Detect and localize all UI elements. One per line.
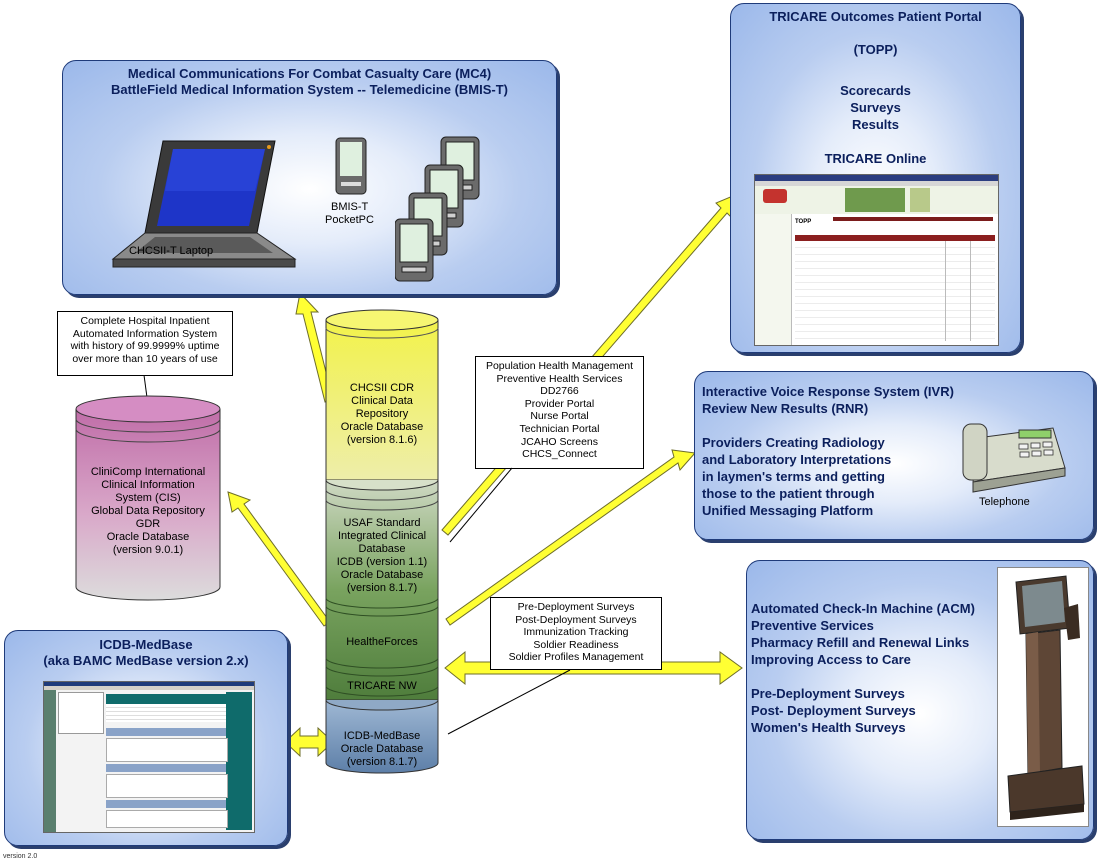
cis-db-line7: (version 9.0.1) <box>112 544 184 556</box>
icdb-line6: (version 8.1.7) <box>346 582 418 594</box>
kiosk-photo-frame <box>997 567 1089 827</box>
healtheforces-label: HealtheForces <box>346 636 418 648</box>
topp-abbr: (TOPP) <box>853 42 898 57</box>
version-label: version 2.0 <box>3 853 38 860</box>
cdr-line3: Repository <box>355 408 409 420</box>
callout-population-line1: Population Health Management <box>485 360 634 372</box>
callout-hospital-line2: Automated Information System <box>72 327 218 340</box>
icdb-line5: Oracle Database <box>340 569 424 581</box>
acm-item-4: Improving Access to Care <box>751 652 911 667</box>
cdr-line5: (version 8.1.6) <box>346 434 418 446</box>
topp-online: TRICARE Online <box>824 151 927 166</box>
callout-deployment-line3: Immunization Tracking <box>523 626 629 639</box>
mc4-panel: Medical Communications For Combat Casual… <box>62 60 557 295</box>
mc4-title-line2: BattleField Medical Information System -… <box>110 82 509 97</box>
icdb-line3: Database <box>358 543 406 555</box>
cdr-line4: Oracle Database <box>340 421 424 433</box>
ivr-desc-1: Providers Creating Radiology <box>702 435 885 450</box>
cdr-line2: Clinical Data <box>351 395 413 407</box>
ivr-panel: Interactive Voice Response System (IVR) … <box>694 371 1094 540</box>
ivr-line1: Interactive Voice Response System (IVR) <box>702 384 954 399</box>
cdr-line1: CHCSII CDR <box>349 382 415 394</box>
ivr-desc-5: Unified Messaging Platform <box>702 503 874 518</box>
cis-db-line3: System (CIS) <box>115 492 181 504</box>
kiosk-icon <box>1007 575 1085 820</box>
medbase-screenshot <box>43 681 255 833</box>
laptop-label: CHCSII-T Laptop <box>129 245 214 257</box>
acm-item-3: Pharmacy Refill and Renewal Links <box>751 635 970 650</box>
acm-item-2: Preventive Services <box>751 618 874 633</box>
tricare-online-screenshot: TOPP <box>754 174 999 346</box>
callout-population-line7: JCAHO Screens <box>520 435 599 448</box>
ivr-desc-4: those to the patient through <box>702 486 875 501</box>
callout-population-line6: Technician Portal <box>519 422 600 435</box>
medbase-title-line2: (aka BAMC MedBase version 2.x) <box>43 653 249 668</box>
callout-hospital-line1: Complete Hospital Inpatient <box>80 315 210 327</box>
central-database-stack <box>325 309 439 774</box>
callout-hospital-line4: over more than 10 years of use <box>72 352 218 365</box>
topp-item-results: Results <box>852 117 899 132</box>
pocketpc-stack-icon <box>395 136 480 282</box>
mc4-title-line1: Medical Communications For Combat Casual… <box>127 66 492 81</box>
topp-panel: TRICARE Outcomes Patient Portal (TOPP) S… <box>730 3 1021 353</box>
medbase-db-line2: Oracle Database <box>340 743 424 755</box>
callout-population-line4: Provider Portal <box>524 397 595 410</box>
pocketpc-icon <box>335 137 367 195</box>
callout-hospital-line3: with history of 99.9999% uptime <box>70 340 220 353</box>
laptop-icon <box>111 140 297 268</box>
callout-deployment-pointer <box>447 669 571 735</box>
ivr-line2: Review New Results (RNR) <box>702 401 869 416</box>
cis-db-line1: CliniComp International <box>90 466 206 478</box>
callout-population-line2: Preventive Health Services <box>496 372 623 385</box>
tricare-nw-label: TRICARE NW <box>347 680 417 692</box>
topp-item-scorecards: Scorecards <box>840 83 911 98</box>
telephone-icon <box>962 423 1066 493</box>
callout-deployment: Pre-Deployment Surveys Post-Deployment S… <box>490 597 662 670</box>
callout-population-pointer <box>449 467 513 543</box>
ivr-desc-3: in laymen's terms and getting <box>702 469 885 484</box>
cis-db-line4: Global Data Repository <box>91 505 205 517</box>
cis-db-line2: Clinical Information <box>101 479 195 491</box>
acm-survey-3: Women's Health Surveys <box>751 720 906 735</box>
cis-db-line6: Oracle Database <box>106 531 190 543</box>
acm-survey-2: Post- Deployment Surveys <box>751 703 916 718</box>
telephone-label: Telephone <box>979 496 1030 508</box>
cis-database-cylinder <box>75 395 221 601</box>
callout-population-line3: DD2766 <box>540 385 579 398</box>
pocketpc-label-2: PocketPC <box>325 214 374 226</box>
topp-item-surveys: Surveys <box>850 100 901 115</box>
medbase-title-line1: ICDB-MedBase <box>99 637 193 652</box>
acm-survey-1: Pre-Deployment Surveys <box>751 686 905 701</box>
icdb-line4: ICDB (version 1.1) <box>336 556 428 568</box>
callout-population-line5: Nurse Portal <box>530 410 589 423</box>
callout-deployment-line5: Soldier Profiles Management <box>508 651 644 664</box>
acm-panel: Automated Check-In Machine (ACM) Prevent… <box>746 560 1094 840</box>
callout-deployment-line2: Post-Deployment Surveys <box>515 613 637 626</box>
callout-population: Population Health Management Preventive … <box>475 356 644 469</box>
medbase-db-line1: ICDB-MedBase <box>343 730 421 742</box>
ivr-desc-2: and Laboratory Interpretations <box>702 452 892 467</box>
topp-screen-title: TOPP <box>795 219 812 225</box>
callout-hospital: Complete Hospital Inpatient Automated In… <box>57 311 233 376</box>
callout-deployment-line1: Pre-Deployment Surveys <box>517 601 635 613</box>
pocketpc-label-1: BMIS-T <box>331 201 369 213</box>
arrow-to-ivr <box>445 449 696 626</box>
medbase-db-line3: (version 8.1.7) <box>346 756 418 768</box>
topp-title: TRICARE Outcomes Patient Portal <box>769 9 982 24</box>
callout-population-line8: CHCS_Connect <box>522 448 597 461</box>
icdb-line1: USAF Standard <box>343 517 421 529</box>
acm-item-1: Automated Check-In Machine (ACM) <box>751 601 975 616</box>
icdb-line2: Integrated Clinical <box>337 530 427 542</box>
arrow-to-cis <box>227 491 331 627</box>
cis-db-line5: GDR <box>135 518 161 530</box>
icdb-medbase-panel: ICDB-MedBase (aka BAMC MedBase version 2… <box>4 630 288 846</box>
callout-deployment-line4: Soldier Readiness <box>533 638 619 651</box>
